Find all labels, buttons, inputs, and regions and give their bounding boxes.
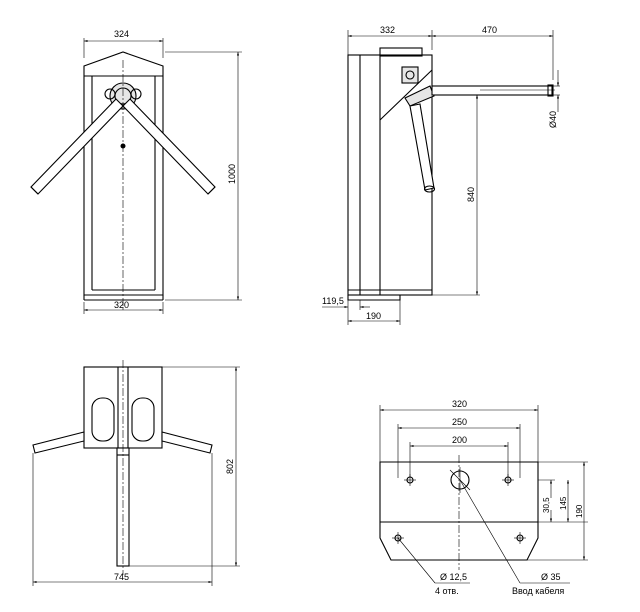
mounting-hole-count-label: 4 отв. — [435, 586, 459, 596]
side-arm-height-label: 840 — [466, 187, 476, 202]
front-width-bottom-label: 320 — [114, 300, 129, 310]
plate-hole-spacing-outer-label: 250 — [452, 417, 467, 427]
front-view: 324 1000 320 — [30, 29, 242, 314]
plate-hole-spacing-inner-label: 200 — [452, 435, 467, 445]
base-plate-view: 320 250 200 30,5 145 — [379, 399, 588, 596]
top-view: 802 745 — [32, 360, 240, 586]
mounting-hole-diameter-label: Ø 12,5 — [440, 572, 467, 582]
plate-hole-offset-label: 30,5 — [542, 497, 551, 513]
cable-hole-diameter-label: Ø 35 — [541, 572, 561, 582]
side-view: 332 470 Ø40 840 — [322, 25, 560, 325]
plate-depth-label: 190 — [575, 504, 584, 518]
top-width-label: 745 — [114, 572, 129, 582]
side-base-depth-label: 190 — [366, 311, 381, 321]
plate-hole-depth-label: 145 — [559, 496, 568, 510]
side-arm-diameter-label: Ø40 — [548, 111, 558, 128]
front-height-label: 1000 — [227, 164, 237, 184]
front-width-top-label: 324 — [114, 29, 129, 39]
plate-width-label: 320 — [452, 399, 467, 409]
side-depth-top-label: 332 — [380, 25, 395, 35]
top-depth-label: 802 — [225, 459, 235, 474]
cable-entry-label: Ввод кабеля — [512, 586, 564, 596]
side-base-offset-label: 119,5 — [322, 296, 344, 306]
side-arm-reach-label: 470 — [482, 25, 497, 35]
